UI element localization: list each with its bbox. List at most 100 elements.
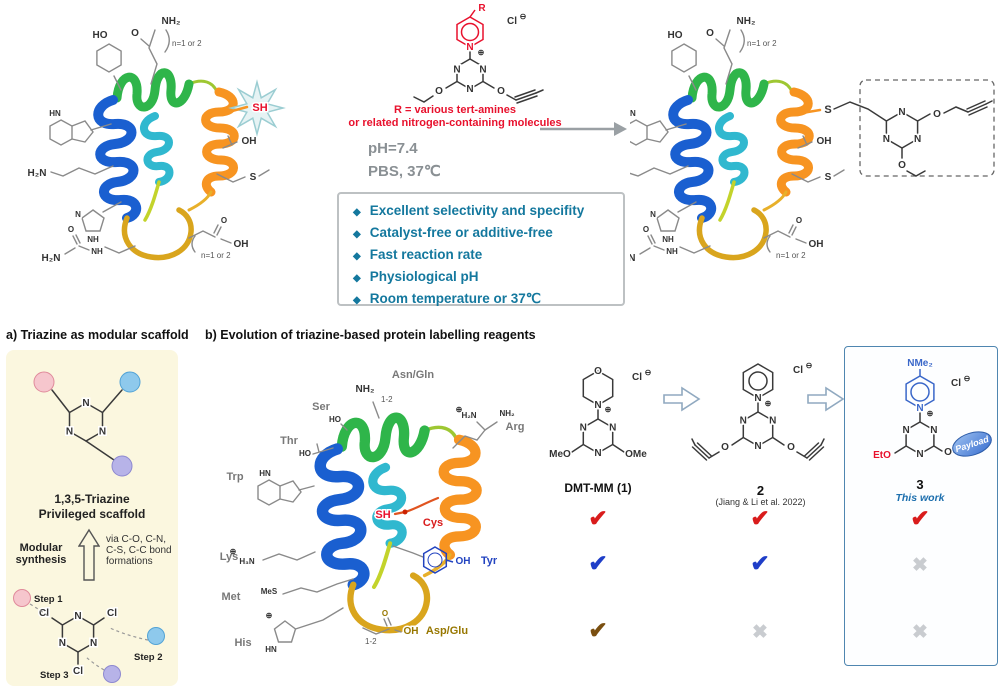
chloro-label: Cl bbox=[73, 666, 83, 677]
pyridinium-n-label: N bbox=[754, 393, 761, 404]
triazine-ring: N N N bbox=[452, 58, 488, 97]
triazine-n-label: N bbox=[740, 416, 747, 427]
acid-range-label: 1-2 bbox=[365, 637, 377, 646]
met-mes-label: MeS bbox=[261, 587, 278, 596]
lys-h3n-label: H₃N bbox=[239, 557, 254, 566]
plus-charge-icon: ⊕ bbox=[478, 48, 485, 57]
scaffold-name: 1,3,5-Triazine bbox=[54, 492, 130, 506]
triazine-n-label: N bbox=[609, 423, 616, 434]
chloride-label: Cl bbox=[951, 378, 961, 389]
bond-formations-note: via C-O, C-N, C-S, C-C bond formations bbox=[106, 534, 172, 567]
panel-a-title: a) Triazine as modular scaffold bbox=[6, 328, 189, 342]
highlight-item-3: Fast reaction rate bbox=[369, 247, 483, 262]
alkynyloxy-o-label: O bbox=[933, 109, 941, 120]
asn-range-label: 1-2 bbox=[381, 395, 393, 404]
matrix-tyr-compound2: ✔ bbox=[750, 550, 770, 576]
starburst-icon bbox=[228, 79, 286, 137]
thioether-s-label: S bbox=[824, 104, 831, 116]
this-work-box bbox=[844, 346, 998, 666]
triazine-n-label: N bbox=[916, 449, 923, 460]
asn-nh2-label: NH₂ bbox=[356, 384, 375, 395]
step3-label: Step 3 bbox=[40, 670, 69, 681]
step1-dot-pink bbox=[13, 589, 31, 607]
plus-charge-icon: ⊕ bbox=[927, 409, 934, 418]
r-group-label: R bbox=[478, 3, 486, 14]
residue-asn-gln: Asn/Gln bbox=[392, 369, 434, 381]
cys-sh-reactive-site: SH bbox=[219, 79, 286, 137]
triazine-n-label: N bbox=[580, 423, 587, 434]
cyanuric-chloride-structure: N N N Cl Cl Cl Step 1 Step 2 Step 3 bbox=[13, 589, 165, 683]
chloro-label: Cl bbox=[39, 608, 49, 619]
triazine-n-label: N bbox=[99, 427, 106, 438]
residue-asp-glu: Asp/Glu bbox=[426, 625, 468, 637]
chloride-label: Cl bbox=[507, 16, 517, 27]
tyr-annotation: OH Tyr bbox=[392, 545, 498, 574]
step2-dot-blue bbox=[147, 627, 165, 645]
pyridinium-n-label: N bbox=[466, 42, 473, 53]
residue-his: His bbox=[234, 637, 251, 649]
panel-a-box: N N N 1,3,5-Triazine Privileged scaffold… bbox=[6, 350, 178, 686]
triazine-n-label: N bbox=[466, 84, 473, 95]
compound-2-structure: N ⊕ Cl ⊖ N N N O O bbox=[691, 361, 825, 461]
plus-charge-icon: ⊕ bbox=[456, 405, 463, 414]
highlight-row: ◆Catalyst-free or additive-free bbox=[353, 223, 623, 245]
triazine-n-label: N bbox=[914, 134, 921, 145]
compound3-name: 3 bbox=[916, 477, 924, 492]
protein-substrate-left: SH bbox=[26, 14, 286, 266]
diamond-icon: ◆ bbox=[353, 207, 361, 218]
plus-charge-icon: ⊕ bbox=[230, 547, 237, 556]
reagent-note-line2: or related nitrogen-containing molecules bbox=[348, 117, 562, 129]
compound3-reference: This work bbox=[895, 492, 945, 504]
cys-sh-label: SH bbox=[375, 509, 390, 521]
highlights-box: ◆Excellent selectivity and specifity ◆Ca… bbox=[337, 192, 625, 306]
compound2-reference: (Jiang & Li et al. 2022) bbox=[715, 497, 806, 507]
diamond-icon: ◆ bbox=[353, 229, 361, 240]
plus-charge-icon: ⊕ bbox=[605, 405, 612, 414]
substituent-dot-blue bbox=[119, 371, 141, 393]
residue-ser: Ser bbox=[312, 401, 330, 413]
propargyloxy-o-label: O bbox=[721, 442, 729, 453]
matrix-asp-compound1: ✔ bbox=[588, 617, 608, 643]
triazine-n-label: N bbox=[902, 425, 909, 436]
residue-lys: Lys bbox=[220, 551, 239, 563]
diamond-icon: ◆ bbox=[353, 273, 361, 284]
chloride-label: Cl bbox=[793, 365, 803, 376]
matrix-tyr-compound1: ✔ bbox=[588, 550, 608, 576]
triazine-scaffold-structure: N N N bbox=[33, 371, 141, 477]
minus-charge-icon: ⊖ bbox=[645, 368, 652, 377]
protein-residue-map: NH₂ 1-2 Asn/Gln Ser HO Thr HO Trp HN Arg… bbox=[220, 369, 525, 656]
condition-ph: pH=7.4 bbox=[368, 140, 418, 157]
cys-annotation: SH Cys bbox=[374, 496, 443, 529]
plus-charge-icon: ⊕ bbox=[765, 399, 772, 408]
condition-buffer: PBS, 37℃ bbox=[368, 163, 441, 180]
residue-annotations: NH₂ 1-2 Asn/Gln Ser HO Thr HO Trp HN Arg… bbox=[220, 369, 525, 656]
triazine-n-label: N bbox=[82, 398, 89, 409]
matrix-asp-compound2: ✖ bbox=[752, 622, 768, 643]
triazine-n-label: N bbox=[479, 65, 486, 76]
residue-tyr: Tyr bbox=[481, 555, 498, 567]
alkynyloxy-o-label: O bbox=[497, 86, 505, 97]
reaction-arrow-icon bbox=[540, 122, 627, 136]
ethoxy-o-label: O bbox=[435, 86, 443, 97]
compound-dmtmm-structure: O N ⊕ Cl ⊖ N N N MeO OMe bbox=[548, 365, 652, 462]
ethoxy-o-label: O bbox=[898, 160, 906, 171]
matrix-tyr-compound3: ✖ bbox=[912, 555, 928, 576]
protein-product-right: S N N N O O bbox=[630, 14, 995, 266]
highlight-item-5: Room temperature or 37℃ bbox=[369, 291, 541, 306]
triazine-n-label: N bbox=[594, 448, 601, 459]
payload-tag: Payload bbox=[952, 431, 992, 457]
step1-label: Step 1 bbox=[34, 594, 63, 605]
triazine-n-label: N bbox=[66, 427, 73, 438]
methoxy-label: MeO bbox=[549, 449, 571, 460]
product-dashed-box bbox=[859, 79, 995, 177]
methoxy-label: OMe bbox=[625, 449, 647, 460]
plus-charge-icon: ⊕ bbox=[266, 611, 273, 620]
cys-sh-label: SH bbox=[252, 102, 267, 114]
highlight-row: ◆Fast reaction rate bbox=[353, 245, 623, 267]
highlight-row: ◆Physiological pH bbox=[353, 267, 623, 289]
residue-cys: Cys bbox=[423, 517, 443, 529]
triazine-n-label: N bbox=[453, 65, 460, 76]
residue-thr: Thr bbox=[280, 435, 298, 447]
triazine-n-label: N bbox=[90, 638, 97, 649]
compound1-name: DMT-MM (1) bbox=[564, 481, 632, 495]
